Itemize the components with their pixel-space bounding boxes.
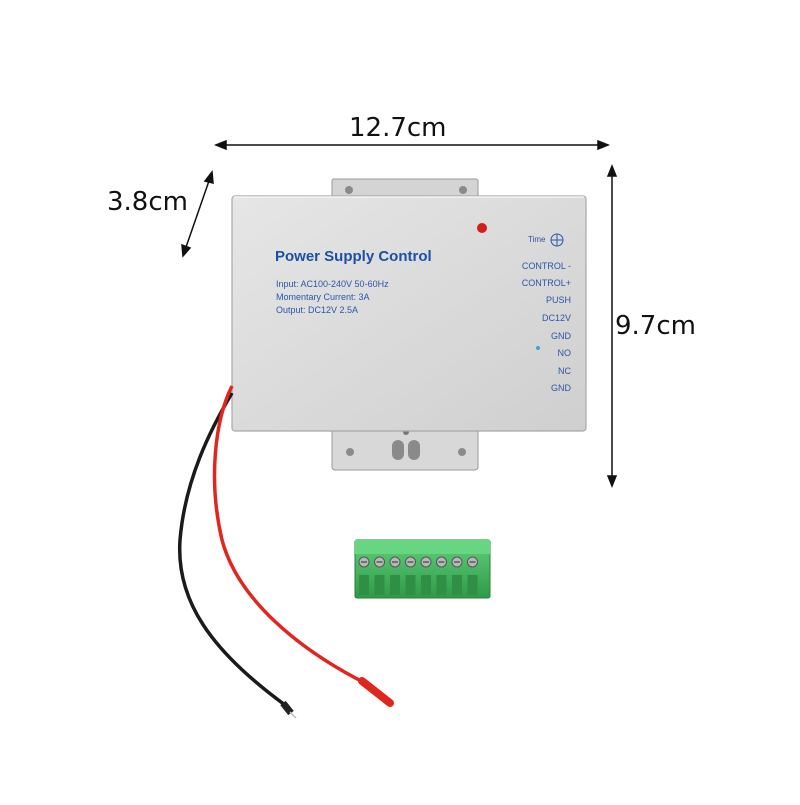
terminal-slot <box>405 575 416 595</box>
device-title: Power Supply Control <box>275 248 432 265</box>
bottom-mounting-bracket <box>331 427 479 471</box>
terminal-label-control-minus: CONTROL - <box>521 261 571 271</box>
terminal-slot <box>467 575 478 595</box>
spec-momentary-current: Momentary Current: 3A <box>276 292 370 302</box>
terminal-label-gnd: GND <box>551 331 571 341</box>
terminal-label-no: NO <box>557 348 572 358</box>
width-label: 12.7cm <box>349 113 447 143</box>
height-label: 9.7cm <box>615 311 696 341</box>
terminal-slot <box>374 575 385 595</box>
status-led-indicator <box>536 346 540 350</box>
terminal-label-control-plus: CONTROL+ <box>521 278 571 288</box>
spec-output: Output: DC12V 2.5A <box>276 305 359 315</box>
time-adjust-icon <box>550 233 564 247</box>
black-wire <box>177 392 297 719</box>
depth-dimension-arrow <box>181 170 214 258</box>
terminal-label-nc: NC <box>558 366 571 376</box>
terminal-label-dc12v: DC12V <box>541 313 571 323</box>
terminal-slot <box>359 575 369 595</box>
red-wire <box>212 385 394 707</box>
terminal-label-push: PUSH <box>545 295 571 305</box>
width-dimension-arrow <box>213 139 611 151</box>
depth-label: 3.8cm <box>107 187 188 217</box>
terminal-screws <box>358 556 478 595</box>
power-led-indicator <box>477 223 487 233</box>
terminal-label-gnd-2: GND <box>551 383 571 393</box>
terminal-slot <box>390 575 400 595</box>
time-label: Time <box>528 235 546 244</box>
spec-input: Input: AC100-240V 50-60Hz <box>276 279 389 289</box>
terminal-slot <box>421 575 431 595</box>
power-supply-casing <box>231 195 587 432</box>
height-dimension-arrow <box>606 163 618 489</box>
terminal-slot <box>452 575 462 595</box>
terminal-slot <box>436 575 447 595</box>
